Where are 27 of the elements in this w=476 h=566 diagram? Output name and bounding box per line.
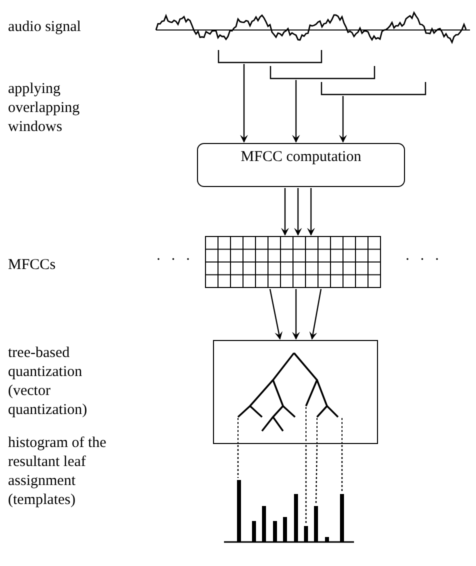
- arrow: [281, 188, 289, 236]
- side-label: audio signal: [8, 18, 82, 37]
- arrow: [339, 96, 347, 143]
- window-bracket: [218, 50, 322, 63]
- side-label: applying overlapping windows: [8, 80, 81, 137]
- dotted-line: [237, 445, 239, 478]
- process-box: MFCC computation: [197, 143, 405, 187]
- side-label: tree-based quantization (vector quantization): [8, 344, 88, 420]
- arrow: [294, 188, 302, 236]
- arrow: [309, 288, 322, 340]
- ellipsis: · · ·: [405, 251, 444, 270]
- dotted-line: [305, 445, 307, 524]
- side-label: histogram of the resultant leaf assignment (templates): [8, 434, 108, 510]
- dotted-line: [315, 444, 318, 504]
- histogram-drawing: [224, 477, 354, 543]
- arrow: [269, 288, 282, 340]
- side-label: MFCCs: [8, 256, 57, 275]
- dotted-line: [341, 445, 343, 492]
- arrow: [240, 64, 248, 143]
- ellipsis: · · ·: [156, 251, 194, 270]
- arrow: [292, 289, 300, 340]
- arrow: [307, 188, 315, 236]
- window-bracket: [321, 82, 426, 95]
- arrow: [292, 80, 300, 143]
- window-bracket: [270, 66, 375, 79]
- quantization-tree-box: [213, 340, 378, 444]
- mfcc-matrix-grid: [205, 236, 381, 288]
